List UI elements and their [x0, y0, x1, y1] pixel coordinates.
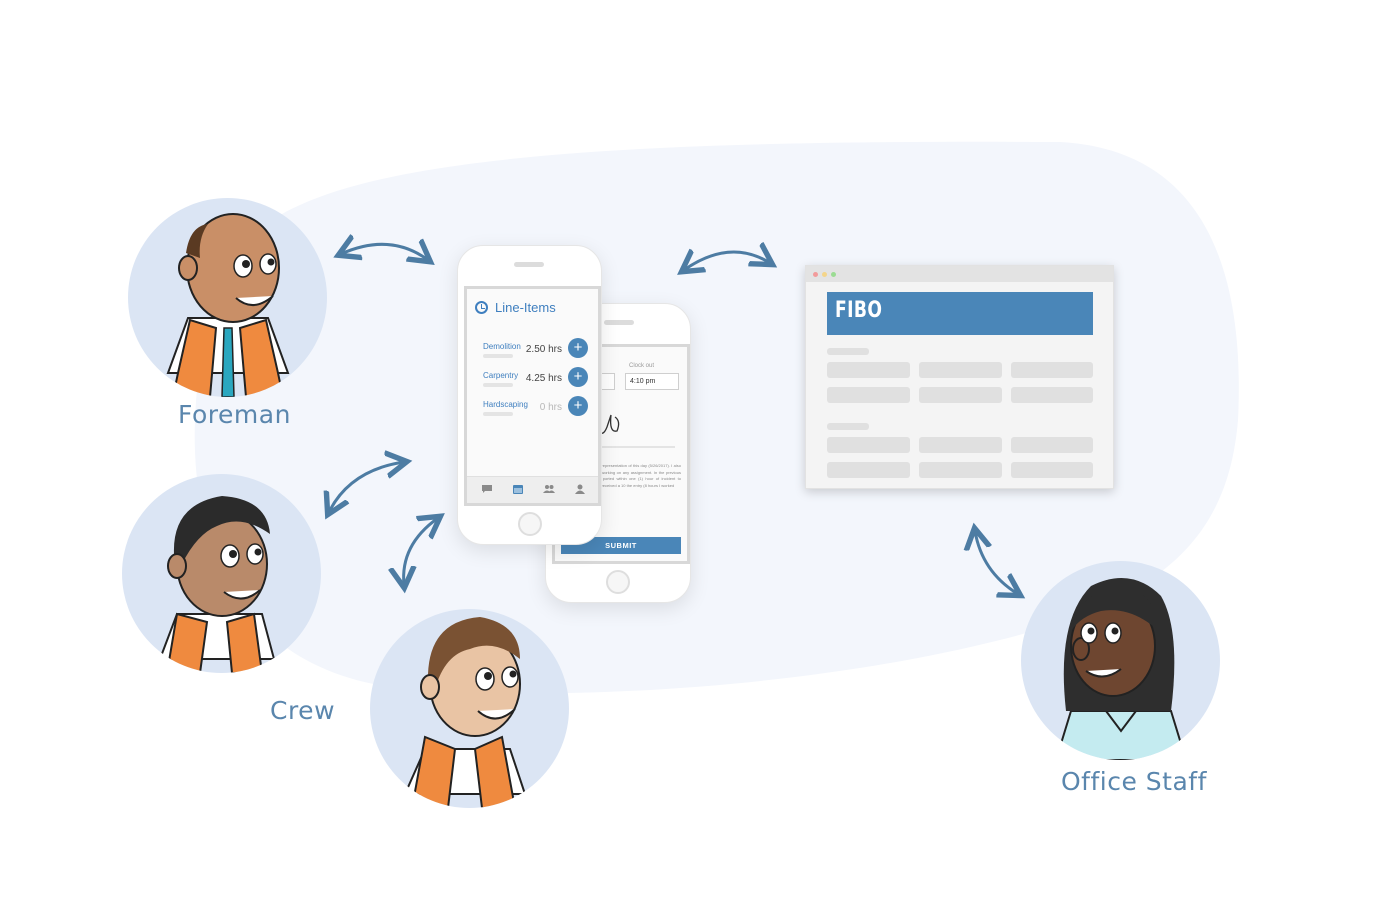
- table-cell-placeholder: [919, 362, 1002, 378]
- add-hours-button[interactable]: +: [568, 338, 588, 358]
- office-staff-avatar: [1021, 561, 1220, 760]
- foreman-label: Foreman: [178, 400, 291, 429]
- crew-label: Crew: [270, 696, 336, 725]
- line-items-title: Line-Items: [495, 300, 556, 315]
- table-cell-placeholder: [827, 462, 910, 478]
- line-item-hours: 2.50 hrs: [525, 344, 562, 355]
- table-cell-placeholder: [1011, 462, 1093, 478]
- table-cell-placeholder: [827, 437, 910, 453]
- table-cell-placeholder: [919, 462, 1002, 478]
- table-cell-placeholder: [827, 387, 910, 403]
- table-cell-placeholder: [827, 362, 910, 378]
- profile-icon[interactable]: [574, 484, 586, 494]
- table-cell-placeholder: [1011, 362, 1093, 378]
- table-cell-placeholder: [1011, 387, 1093, 403]
- table-cell-placeholder: [919, 387, 1002, 403]
- fibo-web-app-window: FIBO: [805, 265, 1114, 489]
- section-heading-placeholder: [827, 348, 869, 355]
- clock-out-field[interactable]: 4:10 pm: [625, 373, 679, 390]
- foreman-avatar: [128, 198, 327, 397]
- table-cell-placeholder: [1011, 437, 1093, 453]
- line-item-row[interactable]: Demolition 2.50 hrs +: [467, 338, 598, 368]
- line-items-screen: Line-Items Demolition 2.50 hrs + Carpent…: [464, 286, 601, 506]
- app-header: FIBO: [827, 292, 1093, 335]
- chat-icon[interactable]: [481, 484, 493, 494]
- line-item-row[interactable]: Carpentry 4.25 hrs +: [467, 367, 598, 397]
- legal-certification-text: e entries are an accurate representation…: [555, 463, 681, 488]
- line-item-bar: [483, 412, 513, 416]
- line-item-hours: 4.25 hrs: [525, 373, 562, 384]
- line-item-name: Hardscaping: [483, 400, 528, 409]
- submit-button[interactable]: SUBMIT: [561, 537, 681, 554]
- line-item-name: Carpentry: [483, 371, 519, 380]
- line-item-row[interactable]: Hardscaping 0 hrs +: [467, 396, 598, 426]
- app-logo-text: FIBO: [835, 298, 883, 323]
- clock-icon: [475, 301, 488, 314]
- phone-line-items-mockup: Line-Items Demolition 2.50 hrs + Carpent…: [457, 245, 602, 545]
- clock-out-label: Clock out: [629, 363, 655, 369]
- office-staff-label: Office Staff: [1061, 767, 1207, 796]
- add-hours-button[interactable]: +: [568, 367, 588, 387]
- table-cell-placeholder: [919, 437, 1002, 453]
- line-item-bar: [483, 383, 513, 387]
- close-window-dot[interactable]: [813, 272, 818, 277]
- crew-member-1-avatar: [122, 474, 321, 673]
- team-icon[interactable]: [543, 484, 555, 494]
- crew-member-2-avatar: [370, 609, 569, 808]
- phone-home-button[interactable]: [518, 512, 542, 536]
- minimize-window-dot[interactable]: [822, 272, 827, 277]
- line-item-name: Demolition: [483, 342, 521, 351]
- bottom-tab-bar: [467, 476, 598, 503]
- section-heading-placeholder: [827, 423, 869, 430]
- maximize-window-dot[interactable]: [831, 272, 836, 277]
- phone-speaker: [604, 320, 634, 325]
- add-hours-button[interactable]: +: [568, 396, 588, 416]
- line-item-hours: 0 hrs: [539, 402, 562, 413]
- browser-title-bar: [806, 266, 1113, 282]
- phone-home-button[interactable]: [606, 570, 630, 594]
- calendar-icon[interactable]: [512, 484, 524, 494]
- phone-speaker: [514, 262, 544, 267]
- line-item-bar: [483, 354, 513, 358]
